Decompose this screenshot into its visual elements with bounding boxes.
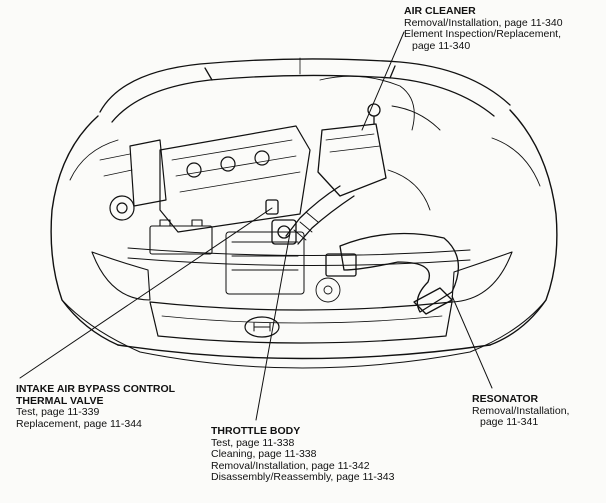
air-cleaner-ref-removal: Removal/Installation, page 11-340 (404, 16, 563, 29)
hood (99, 57, 511, 123)
throttle-body-ref-disassembly: Disassembly/Reassembly, page 11-343 (211, 471, 395, 483)
intake-duct (265, 185, 355, 245)
resonator-ref-page: page 11-341 (480, 416, 539, 428)
radiator-support (127, 231, 471, 295)
resonator (325, 232, 459, 315)
battery (149, 219, 213, 255)
bypass-valve-title-line1: INTAKE AIR BYPASS CONTROL (16, 383, 176, 395)
resonator-title: RESONATOR (472, 393, 539, 405)
body-outline (50, 109, 558, 369)
leader-resonator (451, 295, 493, 389)
throttle-body-ref-removal: Removal/Installation, page 11-342 (211, 459, 370, 472)
air-cleaner-ref-element-page: page 11-340 (412, 39, 471, 52)
leader-lines (19, 31, 493, 421)
headlights (91, 251, 513, 303)
air-cleaner-ref-element: Element Inspection/Replacement, (404, 28, 562, 40)
leader-throttle-body (255, 232, 291, 421)
engine (99, 125, 311, 233)
bypass-valve-ref-test: Test, page 11-339 (16, 406, 100, 418)
bypass-valve-ref-replacement: Replacement, page 11-344 (16, 417, 142, 430)
callout-throttle-body: THROTTLE BODY Test, page 11-338 Cleaning… (211, 425, 395, 484)
throttle-body-ref-test: Test, page 11-338 (211, 436, 295, 449)
throttle-body-title: THROTTLE BODY (211, 425, 301, 437)
leader-air-cleaner (361, 31, 405, 131)
throttle-body-ref-cleaning: Cleaning, page 11-338 (211, 448, 317, 460)
misc-hoses (315, 75, 441, 303)
callout-air-cleaner: AIR CLEANER Removal/Installation, page 1… (404, 5, 563, 52)
leader-bypass-valve (19, 207, 273, 379)
grille (149, 301, 453, 344)
callout-resonator: RESONATOR Removal/Installation, page 11-… (472, 393, 570, 429)
bypass-valve-title-line2: THERMAL VALVE (16, 394, 104, 407)
air-cleaner-title: AIR CLEANER (404, 5, 476, 17)
air-cleaner-box (317, 103, 387, 197)
callout-bypass-valve: INTAKE AIR BYPASS CONTROL THERMAL VALVE … (16, 383, 176, 430)
resonator-ref-removal: Removal/Installation, (472, 404, 570, 417)
